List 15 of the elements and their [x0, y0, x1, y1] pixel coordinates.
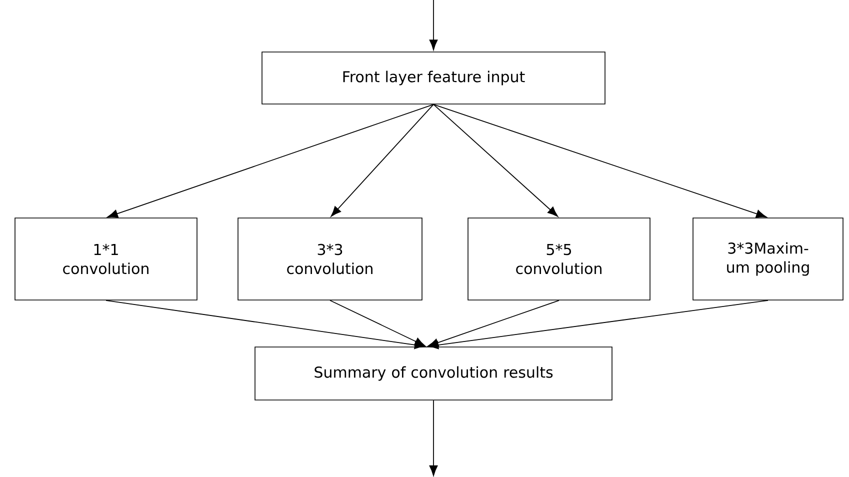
arrow: [106, 300, 426, 350]
arrow: [428, 300, 768, 350]
process-box: 3*3 convolution: [238, 218, 422, 300]
arrow: [433, 104, 767, 218]
arrow: [330, 104, 434, 217]
arrow: [429, 400, 438, 476]
process-box: 5*5 convolution: [468, 218, 650, 300]
arrow: [107, 104, 434, 218]
arrow: [433, 104, 558, 217]
process-box: 1*1 convolution: [14, 218, 198, 300]
process-box: 3*3Maxim- um pooling: [692, 218, 844, 300]
process-box: Summary of convolution results: [254, 346, 612, 400]
process-box: Front layer feature input: [262, 52, 606, 104]
arrow: [429, 0, 438, 50]
arrow: [330, 300, 426, 346]
